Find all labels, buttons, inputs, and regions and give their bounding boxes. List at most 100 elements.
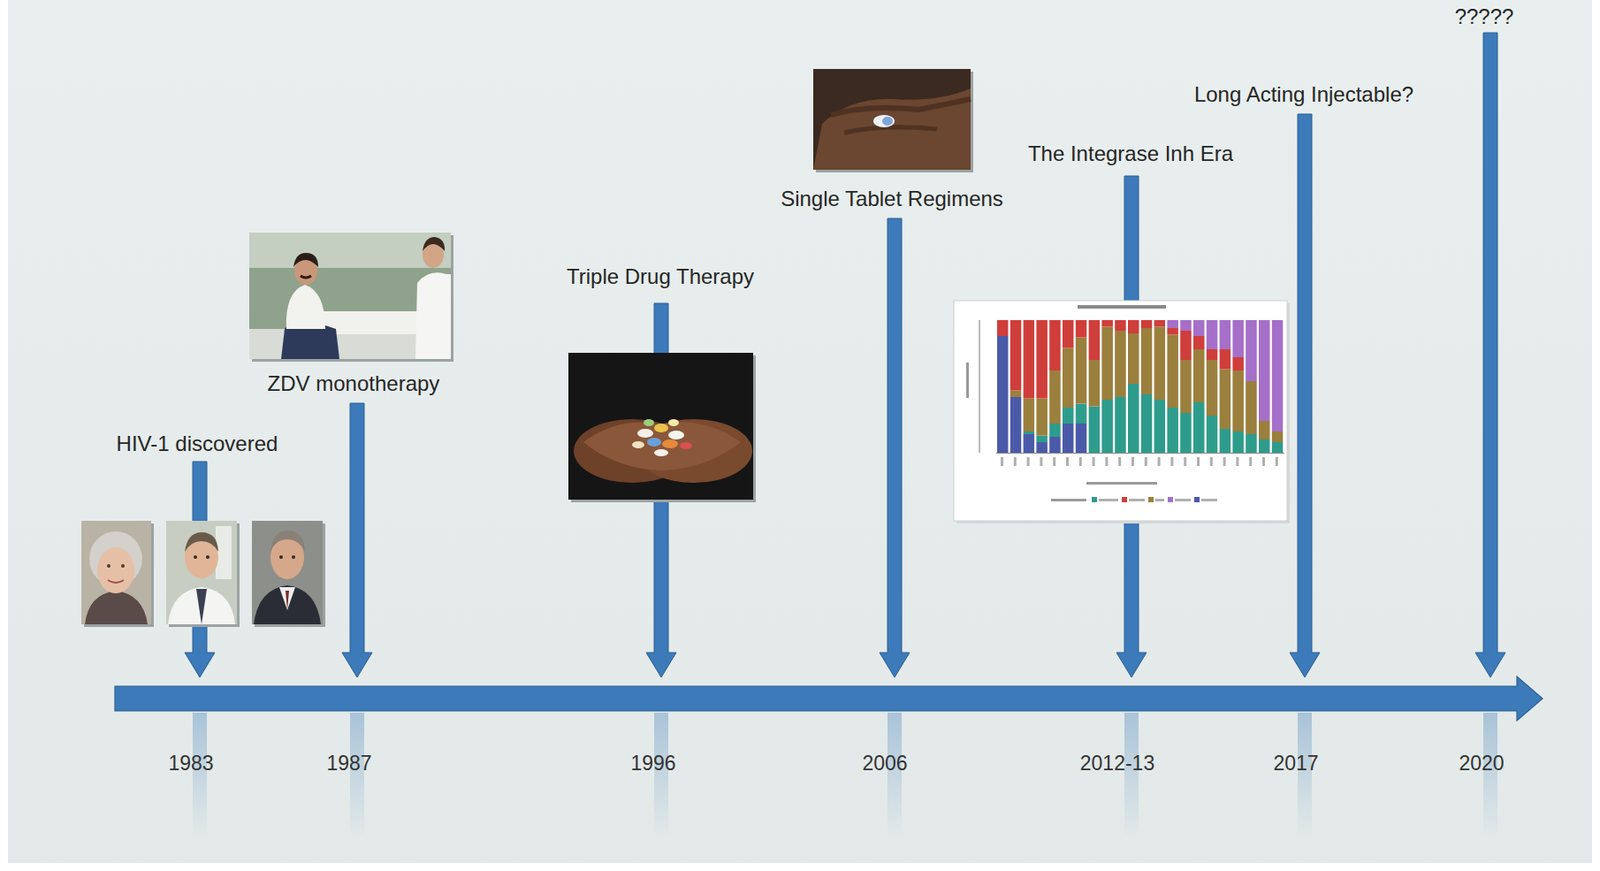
- chart-bar: [1180, 359, 1192, 413]
- chart-bar: [1049, 320, 1061, 371]
- chart-bar: [1010, 320, 1022, 391]
- chart-bar: [1127, 383, 1140, 453]
- chart-bar: [1258, 420, 1271, 440]
- pills-photo: [568, 352, 756, 503]
- chart-bar: [1206, 320, 1219, 350]
- chart-bar: [1166, 327, 1179, 336]
- chart-bar: [1101, 327, 1113, 401]
- chart-bar: [1232, 357, 1244, 371]
- chart-bar: [1219, 320, 1232, 350]
- year-label: 2017: [1272, 751, 1319, 775]
- chart-bar: [1023, 431, 1036, 435]
- chart-bar: [1206, 349, 1219, 360]
- chart-bar: [1141, 320, 1153, 328]
- regimen-chart: [953, 300, 1290, 524]
- chart-bar: [1206, 415, 1219, 453]
- chart-bar: [1062, 407, 1075, 424]
- chart-bar: [1166, 407, 1179, 453]
- chart-bar: [1180, 330, 1192, 360]
- chart-bar: [1089, 320, 1101, 360]
- chart-bar: [1114, 330, 1127, 397]
- chart-bar: [1154, 327, 1166, 401]
- chart-tick: [1262, 457, 1265, 466]
- event-label: Single Tablet Regimens: [780, 186, 1004, 212]
- chart-tick: [1249, 457, 1252, 466]
- chart-bar: [1141, 394, 1153, 453]
- chart-tick: [1013, 457, 1017, 466]
- portrait-photo: [251, 520, 326, 627]
- chart-bar: [1075, 403, 1088, 425]
- year-label: 1996: [630, 751, 676, 775]
- chart-bar: [1180, 320, 1192, 331]
- chart-bar: [1219, 369, 1232, 430]
- chart-bar: [1101, 399, 1113, 453]
- event-label: Triple Drug Therapy: [566, 264, 755, 290]
- chart-bar: [1154, 320, 1166, 328]
- chart-tick: [1170, 457, 1174, 466]
- chart-tick: [1223, 457, 1227, 466]
- chart-bar: [1089, 359, 1101, 407]
- chart-bar: [1258, 320, 1271, 421]
- chart-tick: [1027, 457, 1030, 466]
- chart-bar: [1062, 423, 1075, 453]
- chart-bar: [1023, 434, 1036, 453]
- event-label: Long Acting Injectable?: [1194, 82, 1414, 107]
- chart-tick: [1158, 457, 1161, 466]
- chart-bar: [997, 320, 1009, 336]
- event-label: ZDV monotherapy: [267, 371, 441, 397]
- chart-bar: [1101, 320, 1113, 328]
- chart-bar: [1010, 396, 1022, 453]
- chart-bar: [1245, 434, 1258, 453]
- chart-bar: [1258, 439, 1271, 453]
- chart-bar: [1272, 441, 1284, 453]
- hospital-photo: [249, 232, 454, 362]
- chart-bar: [1127, 333, 1140, 384]
- chart-bar: [1089, 406, 1101, 454]
- portrait-photo: [81, 520, 154, 627]
- chart-bar: [1075, 337, 1088, 404]
- event-label: ?????: [1455, 4, 1515, 30]
- chart-bar: [1062, 348, 1075, 409]
- chart-bar: [1075, 320, 1088, 338]
- chart-tick: [1052, 457, 1056, 466]
- chart-tick: [1131, 457, 1135, 466]
- chart-tick: [1000, 457, 1004, 466]
- chart-tick: [1066, 457, 1069, 466]
- chart-bar: [1272, 320, 1284, 432]
- chart-tick: [1079, 457, 1082, 466]
- chart-bar: [1193, 402, 1205, 453]
- portrait-photo: [166, 520, 240, 627]
- event-label: The Integrase Inh Era: [1028, 141, 1234, 167]
- chart-bar: [1206, 359, 1219, 416]
- chart-bar: [1114, 320, 1127, 331]
- chart-bar: [1141, 327, 1153, 395]
- chart-tick: [1104, 457, 1108, 466]
- chart-bar: [1166, 335, 1179, 409]
- chart-bar: [1193, 320, 1205, 336]
- year-label: 1983: [167, 751, 214, 775]
- chart-bar: [1193, 335, 1205, 350]
- chart-bar: [1036, 398, 1048, 436]
- chart-tick: [1275, 457, 1279, 466]
- chart-tick: [1210, 457, 1213, 466]
- chart-bar: [1219, 428, 1232, 453]
- chart-tick: [1092, 457, 1096, 466]
- year-label: 2006: [861, 751, 907, 775]
- chart-bar: [1219, 349, 1232, 370]
- chart-bar: [1114, 396, 1127, 453]
- chart-bar: [1193, 349, 1205, 403]
- chart-bar: [1232, 370, 1244, 432]
- chart-bar: [1245, 320, 1258, 381]
- chart-tick: [1235, 457, 1239, 466]
- year-label: 2012-13: [1080, 751, 1155, 775]
- chart-bar: [1062, 320, 1075, 349]
- chart-bar: [1272, 431, 1284, 442]
- chart-bar: [1049, 423, 1061, 437]
- chart-bar: [1010, 390, 1022, 398]
- event-arrows: [184, 32, 1506, 678]
- chart-bar: [1036, 435, 1048, 443]
- chart-bar: [1127, 320, 1140, 334]
- chart-bar: [1232, 320, 1244, 358]
- tablet-photo: [813, 68, 974, 173]
